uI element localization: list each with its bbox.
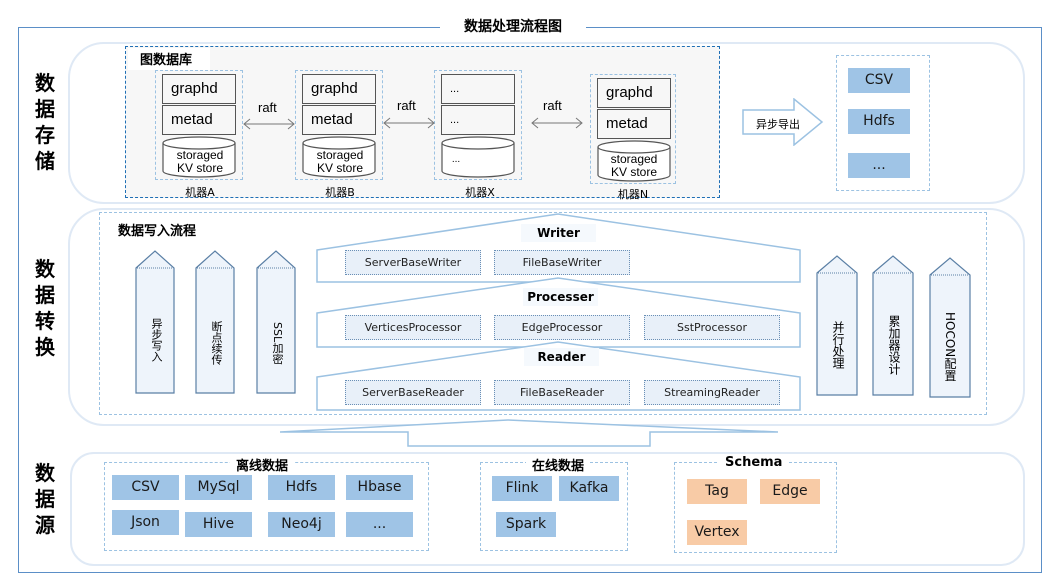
- async-export-arrow-icon: [742, 98, 824, 146]
- machine-b-metad: metad: [302, 105, 376, 135]
- machine-b-store-line2: KV store: [316, 161, 364, 175]
- machine-x-label: 机器X: [465, 186, 495, 199]
- feature-hocon-config: HOCON配置: [943, 312, 957, 382]
- offline-source-hdfs: Hdfs: [268, 475, 335, 500]
- graphdb-title-bg: [128, 48, 210, 70]
- raft-double-arrow-icon-2: [383, 117, 435, 129]
- feature-accumulator-design: 累加器设计: [887, 315, 901, 375]
- offline-source-more: ...: [346, 512, 413, 537]
- component-file-base-reader: FileBaseReader: [494, 380, 630, 405]
- feature-async-write: 异步写入: [150, 318, 163, 362]
- feature-pillar-shape-1: [135, 250, 175, 394]
- diagram-title: 数据处理流程图: [440, 15, 586, 39]
- machine-x-store-line1: ...: [451, 154, 461, 165]
- online-data-title: 在线数据: [526, 455, 591, 474]
- machine-b: [295, 70, 383, 180]
- machine-a-graphd: graphd: [162, 74, 236, 104]
- raft-label-3: raft: [543, 98, 562, 113]
- offline-source-mysql: MySql: [185, 475, 252, 500]
- export-target-hdfs: Hdfs: [848, 109, 910, 134]
- machine-n-storage-cylinder-icon: [597, 140, 671, 182]
- offline-source-csv: CSV: [112, 475, 179, 500]
- machine-a: [155, 70, 243, 180]
- component-server-base-reader: ServerBaseReader: [345, 380, 481, 405]
- machine-a-metad: metad: [162, 105, 236, 135]
- machine-b-store-line1: storaged: [316, 148, 364, 162]
- offline-source-hbase: Hbase: [346, 475, 413, 500]
- machine-x: [434, 70, 522, 180]
- async-export-label: 异步导出: [756, 118, 800, 131]
- schema-item-tag: Tag: [687, 479, 747, 504]
- storage-section-label: 数据存储: [35, 71, 55, 173]
- export-target-csv: CSV: [848, 68, 910, 93]
- machine-n-metad: metad: [597, 109, 671, 139]
- online-source-spark: Spark: [496, 512, 556, 537]
- machine-b-storage-cylinder-icon: [302, 136, 376, 178]
- feature-pillar-shape-4: [816, 255, 858, 396]
- machine-x-storage-cylinder-icon: [441, 136, 515, 178]
- feature-pillar-shape-3: [256, 250, 296, 394]
- component-streaming-reader: StreamingReader: [644, 380, 780, 405]
- component-sst-processor: SstProcessor: [644, 315, 780, 340]
- machine-b-graphd: graphd: [302, 74, 376, 104]
- online-source-flink: Flink: [492, 476, 552, 501]
- offline-data-title: 离线数据: [230, 455, 295, 474]
- feature-pillar-shape-6: [929, 257, 971, 398]
- schema-item-edge: Edge: [760, 479, 820, 504]
- feature-parallel-processing: 并行处理: [831, 321, 845, 369]
- export-target-more: ...: [848, 153, 910, 178]
- component-edge-processor: EdgeProcessor: [494, 315, 630, 340]
- graphdb-title: 图数据库: [140, 53, 193, 68]
- export-targets-group: [836, 55, 930, 191]
- stage-reader-label: Reader: [524, 348, 599, 366]
- write-flow-panel: [99, 212, 987, 415]
- offline-source-neo4j: Neo4j: [268, 512, 335, 537]
- write-flow-title: 数据写入流程: [118, 224, 197, 239]
- source-to-transform-arrow-icon: [280, 419, 779, 447]
- machine-n-label: 机器N: [617, 188, 649, 201]
- machine-n-store-line1: storaged: [610, 152, 658, 166]
- offline-source-json: Json: [112, 510, 179, 535]
- component-vertices-processor: VerticesProcessor: [345, 315, 481, 340]
- machine-n-store-line2: KV store: [610, 165, 658, 179]
- feature-pillar-shape-5: [872, 255, 914, 396]
- component-file-base-writer: FileBaseWriter: [494, 250, 630, 275]
- schema-item-vertex: Vertex: [687, 520, 747, 545]
- component-server-base-writer: ServerBaseWriter: [345, 250, 481, 275]
- machine-a-store-line2: KV store: [176, 161, 224, 175]
- stage-writer-label: Writer: [521, 224, 596, 242]
- raft-label-1: raft: [258, 100, 277, 115]
- source-section-label: 数据源: [35, 461, 55, 537]
- stage-processer-label: Processer: [523, 288, 598, 306]
- feature-ssl-encryption: SSL加密: [271, 321, 284, 365]
- schema-title: Schema: [719, 455, 789, 470]
- raft-double-arrow-icon-1: [243, 118, 295, 130]
- machine-a-store-line1: storaged: [176, 148, 224, 162]
- machine-n-graphd: graphd: [597, 78, 671, 108]
- machine-a-label: 机器A: [185, 186, 215, 199]
- transform-section-label: 数据转换: [35, 257, 55, 359]
- machine-n: [590, 74, 676, 184]
- machine-x-service-1: ...: [441, 74, 515, 104]
- online-source-kafka: Kafka: [559, 476, 619, 501]
- feature-resume-transfer: 断点续传: [210, 321, 223, 365]
- raft-double-arrow-icon-3: [531, 117, 583, 129]
- machine-b-label: 机器B: [325, 186, 355, 199]
- offline-source-hive: Hive: [185, 512, 252, 537]
- feature-pillar-shape-2: [195, 250, 235, 394]
- raft-label-2: raft: [397, 98, 416, 113]
- machine-a-storage-cylinder-icon: [162, 136, 236, 178]
- machine-x-service-2: ...: [441, 105, 515, 135]
